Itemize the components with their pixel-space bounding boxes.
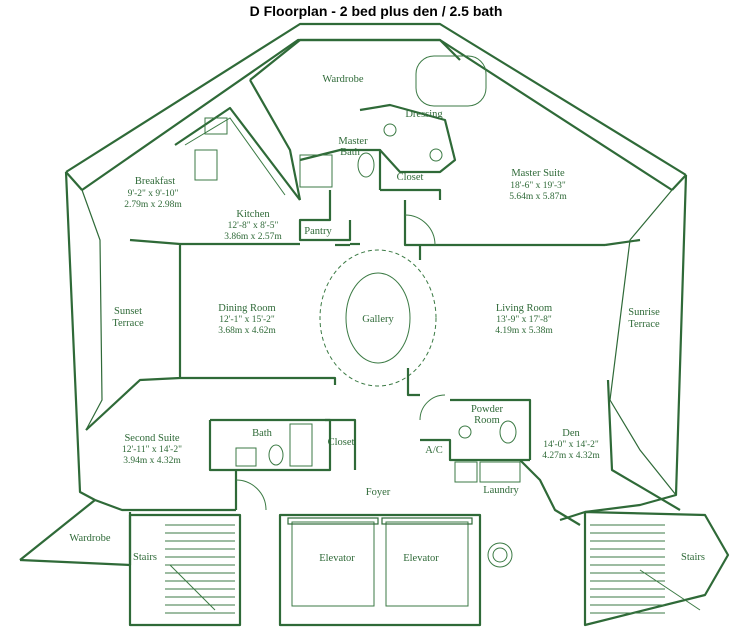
dim-kitchen-imperial: 12'-8" x 8'-5" [228, 221, 279, 231]
second-suite-walls [208, 418, 357, 511]
label-master-bath-1: Master [338, 136, 368, 147]
label-gallery: Gallery [362, 314, 394, 325]
label-living: Living Room [496, 303, 552, 314]
dim-second-suite-imperial: 12'-11" x 14'-2" [122, 445, 182, 455]
elevator-core [278, 513, 513, 627]
dim-breakfast-imperial: 9'-2" x 9'-10" [128, 189, 179, 199]
dim-master-suite-metric: 5.64m x 5.87m [509, 192, 567, 202]
label-powder-1: Powder [471, 404, 504, 415]
label-den: Den [562, 428, 580, 439]
label-closet-hall: Closet [328, 437, 355, 448]
label-powder-2: Room [474, 415, 500, 426]
dim-dining-metric: 3.68m x 4.62m [218, 326, 276, 336]
label-laundry: Laundry [483, 485, 519, 496]
label-kitchen: Kitchen [236, 209, 270, 220]
left-stairs [19, 499, 242, 627]
label-sunset-1: Sunset [114, 306, 142, 317]
label-dressing: Dressing [405, 109, 443, 120]
label-wardrobe-left: Wardrobe [69, 533, 110, 544]
label-sunset-2: Terrace [112, 318, 144, 329]
label-breakfast: Breakfast [135, 176, 175, 187]
label-closet-master: Closet [397, 172, 424, 183]
plan-title: D Floorplan - 2 bed plus den / 2.5 bath [249, 3, 503, 19]
label-elevator-right: Elevator [403, 553, 439, 564]
gallery-walls [180, 243, 437, 397]
service-walls [419, 394, 581, 526]
dim-den-imperial: 14'-0" x 14'-2" [543, 440, 599, 450]
label-second-suite: Second Suite [124, 433, 179, 444]
label-sunrise-2: Terrace [628, 319, 660, 330]
label-master-suite: Master Suite [511, 168, 565, 179]
dim-breakfast-metric: 2.79m x 2.98m [124, 200, 182, 210]
label-sunrise-1: Sunrise [628, 307, 660, 318]
dim-second-suite-metric: 3.94m x 4.32m [123, 456, 181, 466]
label-master-bath-2: Bath [340, 147, 361, 158]
label-ac: A/C [425, 445, 443, 456]
kitchen-walls [174, 106, 360, 246]
dim-master-suite-imperial: 18'-6" x 19'-3" [510, 181, 566, 191]
dim-dining-imperial: 12'-1" x 15'-2" [219, 315, 275, 325]
dim-den-metric: 4.27m x 4.32m [542, 451, 600, 461]
label-bath: Bath [252, 428, 273, 439]
right-stairs [583, 510, 730, 627]
label-wardrobe-top: Wardrobe [322, 74, 363, 85]
label-pantry: Pantry [304, 226, 332, 237]
label-stairs-right: Stairs [681, 552, 705, 563]
label-foyer: Foyer [366, 487, 391, 498]
label-dining: Dining Room [218, 303, 275, 314]
label-stairs-left: Stairs [133, 552, 157, 563]
dim-kitchen-metric: 3.86m x 2.57m [224, 232, 282, 242]
dim-living-imperial: 13'-9" x 17'-8" [496, 315, 552, 325]
label-elevator-left: Elevator [319, 553, 355, 564]
master-wing-walls [249, 38, 605, 247]
dim-living-metric: 4.19m x 5.38m [495, 326, 553, 336]
